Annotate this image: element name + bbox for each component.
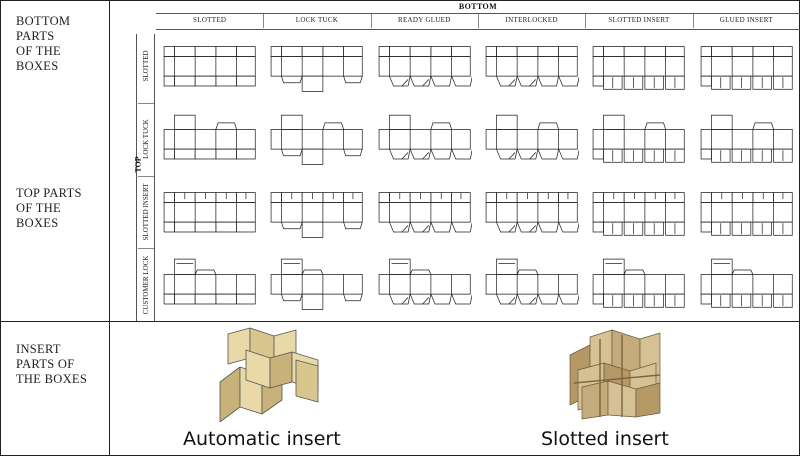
box-blueprint bbox=[591, 186, 686, 241]
slotted-insert-caption: Slotted insert bbox=[541, 428, 669, 450]
blueprint-drawing bbox=[700, 114, 793, 163]
box-blueprint bbox=[162, 258, 257, 313]
row-separator bbox=[138, 102, 154, 104]
column-header: SLOTTED bbox=[193, 16, 227, 24]
box-blueprint bbox=[591, 258, 686, 313]
box-blueprint bbox=[699, 40, 794, 95]
horizontal-divider bbox=[0, 321, 800, 322]
blueprint-drawing bbox=[485, 46, 580, 87]
column-separator bbox=[263, 14, 265, 28]
row-separator bbox=[138, 175, 154, 177]
box-blueprint bbox=[162, 40, 257, 95]
box-blueprint bbox=[699, 258, 794, 313]
blueprint-drawing bbox=[163, 46, 256, 87]
box-blueprint bbox=[484, 113, 580, 168]
bottom-title: BOTTOM bbox=[458, 2, 498, 11]
automatic-insert-illustration bbox=[219, 327, 319, 423]
blueprint-drawing bbox=[271, 258, 363, 311]
blueprint-drawing bbox=[163, 191, 256, 232]
blueprint-drawing bbox=[163, 114, 256, 160]
blueprint-drawing bbox=[593, 114, 685, 163]
column-header: SLOTTED INSERT bbox=[608, 16, 670, 24]
box-blueprint bbox=[269, 40, 364, 95]
blueprint-drawing bbox=[593, 258, 685, 308]
label-bottom-parts: BOTTOM PARTS OF THE BOXES bbox=[16, 14, 71, 73]
box-blueprint bbox=[699, 186, 794, 241]
column-separator bbox=[370, 14, 372, 28]
box-blueprint bbox=[699, 113, 794, 168]
box-blueprint bbox=[162, 186, 257, 241]
blueprint-drawing bbox=[593, 46, 685, 90]
header-rule bbox=[156, 13, 800, 14]
blueprint-drawing bbox=[485, 258, 580, 305]
box-blueprint bbox=[269, 186, 364, 241]
blueprint-drawing bbox=[271, 114, 363, 165]
automatic-insert-figure bbox=[200, 322, 330, 423]
row-header: SLOTTED INSERT bbox=[142, 183, 150, 241]
blueprint-drawing bbox=[700, 191, 793, 236]
column-separator bbox=[692, 14, 694, 28]
row-rule bbox=[154, 34, 155, 321]
blueprint-drawing bbox=[271, 191, 363, 238]
box-blueprint bbox=[377, 113, 472, 168]
label-insert-parts: INSERT PARTS OF THE BOXES bbox=[16, 342, 88, 386]
box-blueprint bbox=[377, 186, 472, 241]
box-blueprint bbox=[591, 113, 686, 168]
box-blueprint bbox=[269, 258, 364, 313]
blueprint-drawing bbox=[485, 191, 580, 232]
slotted-insert-illustration bbox=[569, 329, 661, 420]
column-header: GLUED INSERT bbox=[719, 16, 773, 24]
box-blueprint bbox=[269, 113, 364, 168]
box-blueprint bbox=[591, 40, 686, 95]
blueprint-drawing bbox=[271, 46, 363, 92]
vertical-divider bbox=[109, 0, 110, 456]
blueprint-drawing bbox=[378, 46, 472, 87]
column-header-rule bbox=[156, 29, 800, 30]
automatic-insert-caption: Automatic insert bbox=[183, 428, 341, 450]
box-blueprint bbox=[484, 258, 580, 313]
blueprint-drawing bbox=[378, 258, 472, 305]
row-header: LOCK TUCK bbox=[142, 119, 150, 159]
row-header: SLOTTED bbox=[142, 50, 150, 82]
blueprint-drawing bbox=[378, 191, 472, 232]
blueprint-drawing bbox=[700, 258, 793, 308]
label-top-parts: TOP PARTS OF THE BOXES bbox=[16, 186, 82, 230]
box-blueprint bbox=[377, 258, 472, 313]
blueprint-drawing bbox=[163, 258, 256, 305]
box-blueprint bbox=[162, 113, 257, 168]
row-separator bbox=[138, 248, 154, 250]
blueprint-drawing bbox=[700, 46, 793, 90]
column-header: INTERLOCKED bbox=[505, 16, 558, 24]
column-separator bbox=[585, 14, 587, 28]
top-rule bbox=[136, 34, 137, 321]
slotted-insert-figure bbox=[560, 325, 670, 420]
column-separator bbox=[478, 14, 479, 28]
box-blueprint bbox=[484, 186, 580, 241]
row-header: CUSTOMER LOCK bbox=[142, 255, 150, 315]
column-header: READY GLUED bbox=[398, 16, 451, 24]
blueprint-drawing bbox=[485, 114, 580, 160]
column-header: LOCK TUCK bbox=[295, 16, 339, 24]
blueprint-drawing bbox=[593, 191, 685, 236]
box-blueprint bbox=[377, 40, 472, 95]
box-blueprint bbox=[484, 40, 580, 95]
blueprint-drawing bbox=[378, 114, 472, 160]
